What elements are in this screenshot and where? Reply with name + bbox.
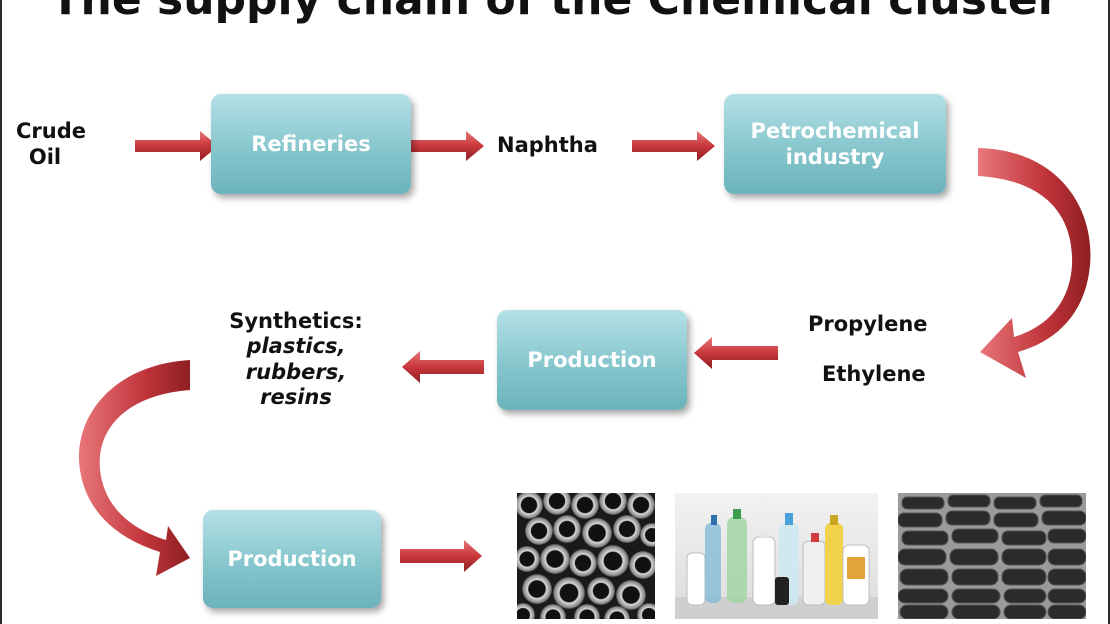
synthetics-item-plastics: plastics, — [246, 334, 346, 359]
label-crude-oil: Crude Oil — [16, 119, 86, 170]
box-production-bottom: Production — [203, 510, 381, 608]
synthetics-heading: Synthetics: — [229, 309, 363, 333]
label-naphtha: Naphtha — [497, 133, 598, 157]
synthetics-item-rubbers: rubbers, — [245, 359, 347, 384]
box-petrochemical-label-line1: Petrochemical — [750, 118, 920, 143]
diagram-title: The supply chain of the Chemical cluster — [0, 0, 1110, 25]
box-production-bottom-label: Production — [227, 546, 357, 571]
box-refineries: Refineries — [211, 94, 411, 194]
arrow-naphtha-to-petrochemical — [632, 131, 715, 161]
pipes-photo — [517, 493, 655, 619]
frame-right-border — [1108, 0, 1110, 624]
plastic-bottles-photo — [675, 493, 878, 619]
box-petrochemical-industry: Petrochemical industry — [724, 94, 946, 194]
tires-illustration — [898, 494, 1086, 619]
box-refineries-label: Refineries — [251, 131, 371, 156]
box-petrochemical-label-line2: industry — [785, 145, 885, 169]
box-production-middle-label: Production — [527, 347, 657, 372]
label-propylene: Propylene — [808, 312, 928, 336]
arrow-olefins-to-production — [694, 337, 778, 369]
arrow-crude-to-refineries — [135, 131, 218, 161]
pipes-illustration — [517, 493, 655, 619]
synthetics-item-resins: resins — [260, 384, 332, 409]
arrow-production-to-synthetics — [402, 351, 484, 383]
label-ethylene: Ethylene — [822, 362, 926, 386]
box-production-middle: Production — [497, 310, 687, 410]
tires-photo — [898, 493, 1086, 619]
label-synthetics: Synthetics: plastics, rubbers, resins — [218, 308, 374, 410]
arrow-production-to-products — [400, 540, 482, 572]
frame-left-border — [0, 0, 2, 624]
bottles-illustration — [675, 509, 878, 619]
curved-arrow-petrochemical-to-olefins — [978, 148, 1091, 378]
curved-arrow-synthetics-to-production — [78, 360, 190, 576]
arrow-refineries-to-naphtha — [403, 131, 484, 161]
